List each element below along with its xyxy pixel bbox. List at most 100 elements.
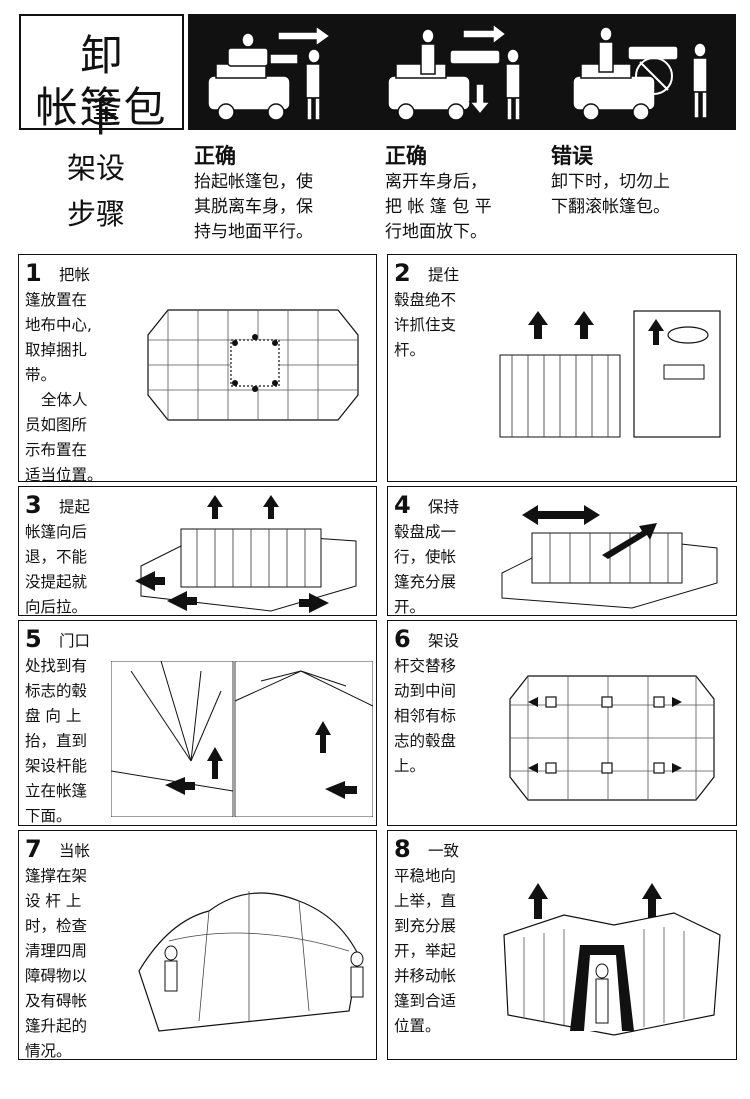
truck-unloading-illustration — [207, 22, 708, 121]
step-line: 一致 — [428, 842, 460, 860]
step-line: 保持 — [428, 498, 460, 516]
col-1-line: 持与地面平行。 — [194, 222, 313, 242]
section-title-line-2: 步骤 — [67, 197, 126, 231]
step-line: 平稳地向 — [394, 867, 457, 885]
step-card-3: 3 提起 帐篷向后 退，不能 没提起就 向后拉。 — [18, 486, 377, 616]
step-line: 障碍物以 — [25, 967, 88, 985]
step-line: 志的毂盘 — [394, 732, 457, 750]
step-card-1: 1 把帐 篷放置在 地布中心, 取掉捆扎 带。 全体人 员如图所 示布置在 适当… — [18, 254, 377, 484]
step-line: 上举，直 — [394, 892, 457, 910]
step-line: 把帐 — [59, 266, 91, 284]
step-line: 员如图所 — [25, 416, 88, 434]
step-text: 提起 帐篷向后 退，不能 没提起就 向后拉。 — [25, 495, 109, 620]
step-text: 门口 处找到有 标志的毂 盘 向 上 抬，直到 架设杆能 立在帐篷 下面。 — [25, 629, 109, 829]
step-line: 时，检查 — [25, 917, 88, 935]
step-line: 当帐 — [59, 842, 91, 860]
col-3-body: 卸下时，切勿上 下翻滚帐篷包。 — [551, 170, 670, 220]
step-card-2: 2 提住 毂盘绝不 许抓住支 杆。 — [387, 254, 737, 482]
subheader: 架设 步骤 正确 抬起帐篷包，使 其脱离车身，保 持与地面平行。 正确 离开车身… — [19, 138, 736, 248]
step-number: 3 — [25, 491, 42, 519]
step-line: 篷撑在架 — [25, 867, 88, 885]
step-line: 退，不能 — [25, 548, 88, 566]
step-line: 许抓住支 — [394, 316, 457, 334]
step-line: 取掉捆扎 — [25, 341, 88, 359]
step-line: 架设 — [428, 632, 460, 650]
section-title-line-1: 架设 — [67, 151, 126, 185]
step-line: 示布置在 — [25, 441, 88, 459]
step-line: 到充分展 — [394, 917, 457, 935]
step-line: 标志的毂 — [25, 682, 88, 700]
step-line: 地布中心, — [25, 316, 92, 334]
step-text: 架设 杆交替移 动到中间 相邻有标 志的毂盘 上。 — [394, 629, 478, 779]
step-line: 下面。 — [25, 807, 72, 825]
step-line: 篷放置在 — [25, 291, 88, 309]
col-3-line: 下翻滚帐篷包。 — [551, 197, 670, 217]
step-text: 当帐 篷撑在架 设 杆 上 时，检查 清理四周 障碍物以 及有碍帐 篷升起的 情… — [25, 839, 109, 1064]
col-3-head: 错误 — [551, 144, 593, 168]
step-line: 篷到合适 — [394, 992, 457, 1010]
step-card-8: 8 一致 平稳地向 上举，直 到充分展 开，举起 并移动帐 篷到合适 位置。 — [387, 830, 737, 1060]
step-card-4: 4 保持 毂盘成一 行，使帐 篷充分展 开。 — [387, 486, 737, 616]
step-line: 并移动帐 — [394, 967, 457, 985]
groundsheet-illustration — [147, 309, 359, 421]
step-card-7: 7 当帐 篷撑在架 设 杆 上 时，检查 清理四周 障碍物以 及有碍帐 篷升起的… — [18, 830, 377, 1060]
title-line-1: 卸下 — [80, 31, 151, 141]
step-text: 保持 毂盘成一 行，使帐 篷充分展 开。 — [394, 495, 478, 620]
step-line: 适当位置。 — [25, 466, 103, 484]
step-number: 5 — [25, 625, 42, 653]
title-line-2: 帐篷包 — [35, 83, 168, 132]
step-line: 设 杆 上 — [25, 892, 82, 910]
step-number: 4 — [394, 491, 411, 519]
step-line: 抬，直到 — [25, 732, 88, 750]
col-2-line: 把 帐 篷 包 平 — [385, 197, 492, 217]
step-line: 篷充分展 — [394, 573, 457, 591]
step-line: 提起 — [59, 498, 91, 516]
step-line: 行，使帐 — [394, 548, 457, 566]
step-line: 及有碍帐 — [25, 992, 88, 1010]
step-line: 向后拉。 — [25, 598, 88, 616]
step-text: 一致 平稳地向 上举，直 到充分展 开，举起 并移动帐 篷到合适 位置。 — [394, 839, 478, 1039]
step-line: 上。 — [394, 757, 426, 775]
step-number: 6 — [394, 625, 411, 653]
step-line: 情况。 — [25, 1042, 72, 1060]
unloading-illustration-banner — [188, 14, 736, 130]
step-line: 篷升起的 — [25, 1017, 88, 1035]
col-1-line: 其脱离车身，保 — [194, 197, 313, 217]
step-line: 门口 — [59, 632, 91, 650]
step-line: 帐篷向后 — [25, 523, 88, 541]
col-2-body: 离开车身后， 把 帐 篷 包 平 行地面放下。 — [385, 170, 492, 245]
col-1-line: 抬起帐篷包，使 — [194, 172, 313, 192]
step-line: 带。 — [25, 366, 57, 384]
step-number: 8 — [394, 835, 411, 863]
col-2-head: 正确 — [385, 144, 427, 168]
step-line: 毂盘绝不 — [394, 291, 457, 309]
col-1-body: 抬起帐篷包，使 其脱离车身，保 持与地面平行。 — [194, 170, 313, 245]
step-line: 开。 — [394, 598, 426, 616]
step-text: 把帐 篷放置在 地布中心, 取掉捆扎 带。 全体人 员如图所 示布置在 适当位置… — [25, 263, 109, 488]
step-line: 立在帐篷 — [25, 782, 88, 800]
lifting-tent-back-illustration — [135, 495, 357, 613]
col-2-line: 离开车身后， — [385, 172, 487, 192]
step-card-5: 5 门口 处找到有 标志的毂 盘 向 上 抬，直到 架设杆能 立在帐篷 下面。 — [18, 620, 377, 826]
step-text: 提住 毂盘绝不 许抓住支 杆。 — [394, 263, 478, 363]
step-number: 2 — [394, 259, 411, 287]
pole-moving-diagram — [509, 675, 715, 801]
lifting-hub-illustration — [499, 310, 721, 438]
raised-tent-illustration — [503, 883, 721, 1036]
door-hub-illustration — [111, 661, 373, 817]
step-line: 开，举起 — [394, 942, 457, 960]
step-line: 提住 — [428, 266, 460, 284]
step-line: 毂盘成一 — [394, 523, 457, 541]
col-1-head: 正确 — [194, 144, 236, 168]
step-line: 杆交替移 — [394, 657, 457, 675]
step-line: 全体人 — [41, 391, 88, 409]
step-line: 盘 向 上 — [25, 707, 82, 725]
step-number: 1 — [25, 259, 42, 287]
step-line: 相邻有标 — [394, 707, 457, 725]
col-2-line: 行地面放下。 — [385, 222, 487, 242]
step-card-6: 6 架设 杆交替移 动到中间 相邻有标 志的毂盘 上。 — [387, 620, 737, 826]
step-line: 处找到有 — [25, 657, 88, 675]
step-line: 架设杆能 — [25, 757, 88, 775]
step-line: 动到中间 — [394, 682, 457, 700]
spreading-tent-illustration — [501, 505, 718, 609]
